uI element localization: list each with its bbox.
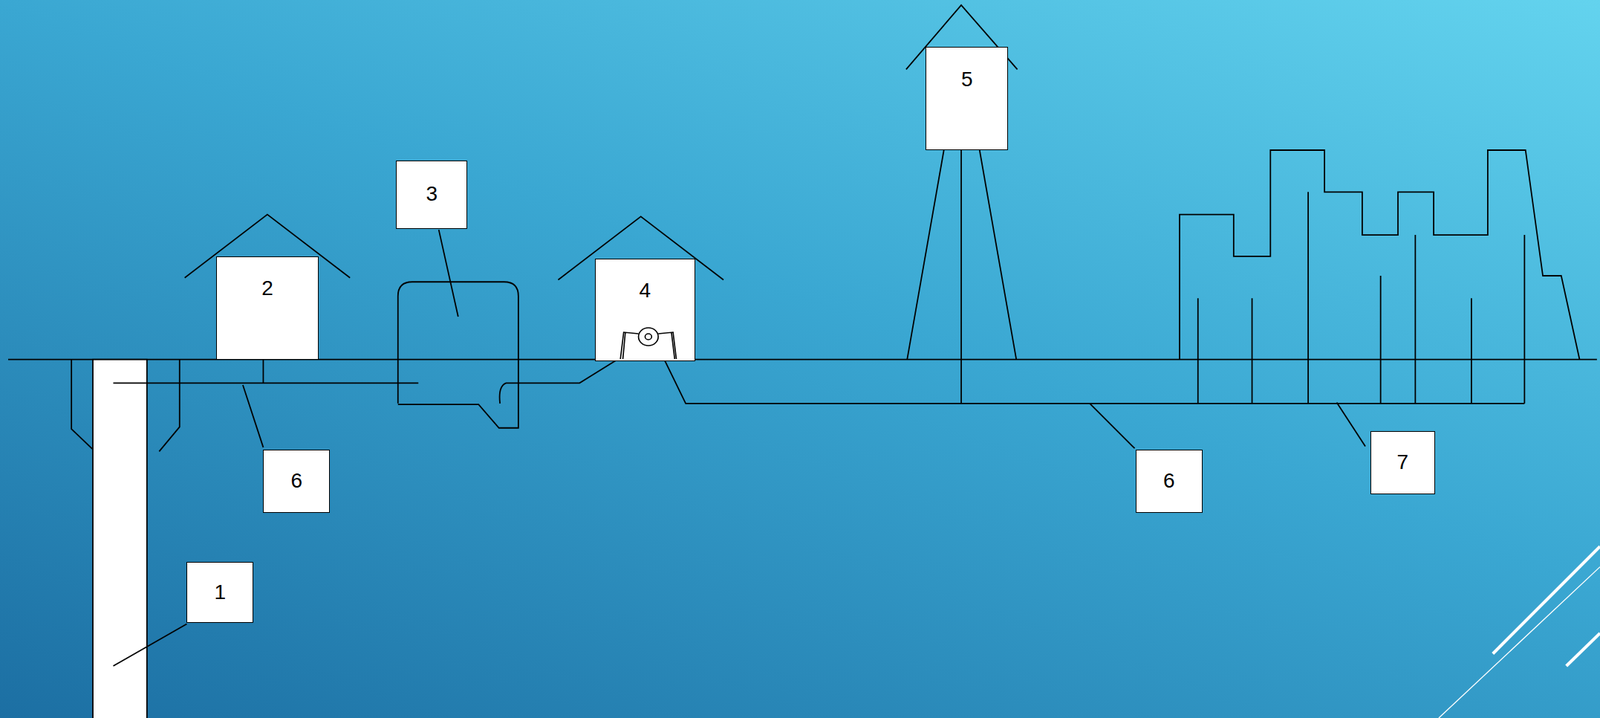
house-building: 2	[216, 256, 319, 360]
pipe	[112, 381, 419, 384]
tower-leg	[979, 150, 1017, 360]
callout-number: 4	[595, 279, 695, 303]
pipe	[499, 359, 619, 404]
well-shaft	[92, 359, 148, 718]
tower-leg	[906, 150, 944, 360]
callout-number: 1	[186, 561, 254, 623]
leader-line	[1089, 403, 1135, 448]
corner-decoration	[1438, 545, 1600, 718]
callout-number: 6	[262, 449, 330, 513]
leader-line	[112, 623, 187, 666]
callout-number: 5	[926, 68, 1008, 92]
callout-number: 6	[1135, 449, 1203, 513]
callout-number: 6	[290, 469, 303, 493]
pipe	[960, 150, 962, 404]
callout-number: 3	[425, 182, 438, 206]
callout-number: 3	[395, 160, 468, 229]
callout-number: 7	[1370, 430, 1436, 494]
callout-number: 6	[1163, 469, 1176, 493]
well-casing	[158, 359, 180, 452]
well-casing	[71, 359, 93, 450]
pipe	[262, 359, 265, 384]
callout-number: 7	[1397, 450, 1410, 474]
distribution-pipes	[1198, 191, 1525, 403]
callout-number: 1	[213, 580, 226, 604]
city-skyline	[1179, 150, 1580, 360]
leader-line	[438, 229, 459, 317]
leader-line	[242, 384, 263, 448]
water-tower-tank: 5	[925, 46, 1009, 151]
pipe	[663, 357, 1525, 404]
pump-station: 4	[594, 258, 696, 362]
callout-number: 2	[216, 277, 318, 301]
pump-symbol	[595, 323, 695, 361]
reservoir	[398, 281, 519, 428]
leader-line	[1337, 401, 1366, 446]
